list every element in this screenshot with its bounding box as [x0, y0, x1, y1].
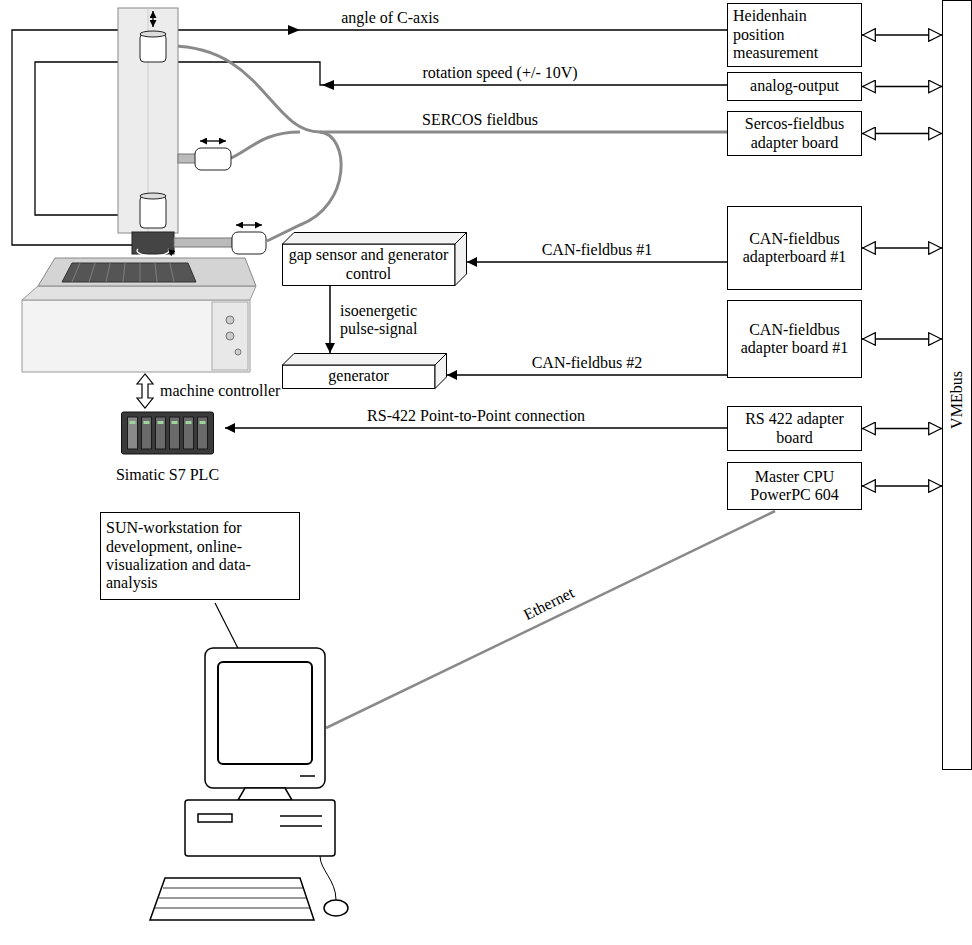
node-text: gap sensor and generator control: [286, 246, 451, 283]
workstation-box: SUN-workstation for development, online-…: [100, 512, 300, 600]
signal-label: angle of C-axis: [339, 9, 441, 27]
node-text: SUN-workstation for development, online-…: [106, 519, 294, 593]
connector: [329, 286, 331, 353]
adapter-box: Sercos-fieldbus adapter board: [727, 111, 862, 156]
device-box: generator: [282, 353, 447, 389]
node-text: CAN-fieldbus adapterboard #1: [733, 230, 856, 267]
workstation-computer: [150, 648, 348, 920]
signal-label: rotation speed (+/- 10V): [420, 64, 579, 82]
plc-unit: Simatic S7 PLC: [110, 408, 225, 484]
edm-machine: [22, 8, 266, 372]
wire-arrow: [322, 80, 334, 90]
connector: [862, 428, 942, 429]
bus-band: VMEbus: [942, 0, 972, 770]
connector: [447, 374, 727, 376]
connector: [862, 485, 942, 486]
plc-picture: [110, 408, 225, 458]
node-text: RS 422 adapter board: [733, 410, 856, 447]
connector: [225, 427, 727, 429]
adapter-box: analog-output: [727, 72, 862, 101]
connector: [862, 247, 942, 248]
node-text: CAN-fieldbus adapter board #1: [733, 321, 856, 358]
adapter-box: CAN-fieldbus adapter board #1: [727, 300, 862, 378]
connector: [862, 133, 942, 134]
connector: [862, 34, 942, 35]
edge-label: CAN-fieldbus #2: [530, 354, 645, 372]
cpu-box: Master CPU PowerPC 604: [727, 462, 862, 510]
node-text: generator: [286, 367, 431, 385]
adapter-box: RS 422 adapter board: [727, 406, 862, 451]
adapter-box: CAN-fieldbus adapterboard #1: [727, 206, 862, 290]
edge-label: CAN-fieldbus #1: [540, 241, 655, 259]
controller-link: [137, 374, 153, 408]
node-text: VMEbus: [948, 371, 966, 429]
connector: [467, 261, 727, 263]
node-text: Simatic S7 PLC: [116, 466, 219, 484]
wire-arrow: [288, 25, 300, 35]
connector: [862, 86, 942, 87]
edge-label: isoenergetic pulse-signal: [338, 301, 452, 338]
edge-label: RS-422 Point-to-Point connection: [365, 407, 587, 425]
node-text: Heidenhain position measurement: [733, 7, 856, 62]
device-box: gap sensor and generator control: [282, 232, 467, 286]
connector: [862, 338, 942, 339]
node-text: Sercos-fieldbus adapter board: [733, 115, 856, 152]
signal-label: machine controller: [158, 382, 282, 400]
node-text: analog-output: [733, 77, 856, 95]
adapter-box: Heidenhain position measurement: [727, 3, 862, 67]
signal-label: SERCOS fieldbus: [420, 111, 540, 129]
ethernet-cable: [326, 511, 775, 728]
fieldbus-cable: [167, 46, 727, 241]
node-text: Master CPU PowerPC 604: [733, 468, 856, 505]
